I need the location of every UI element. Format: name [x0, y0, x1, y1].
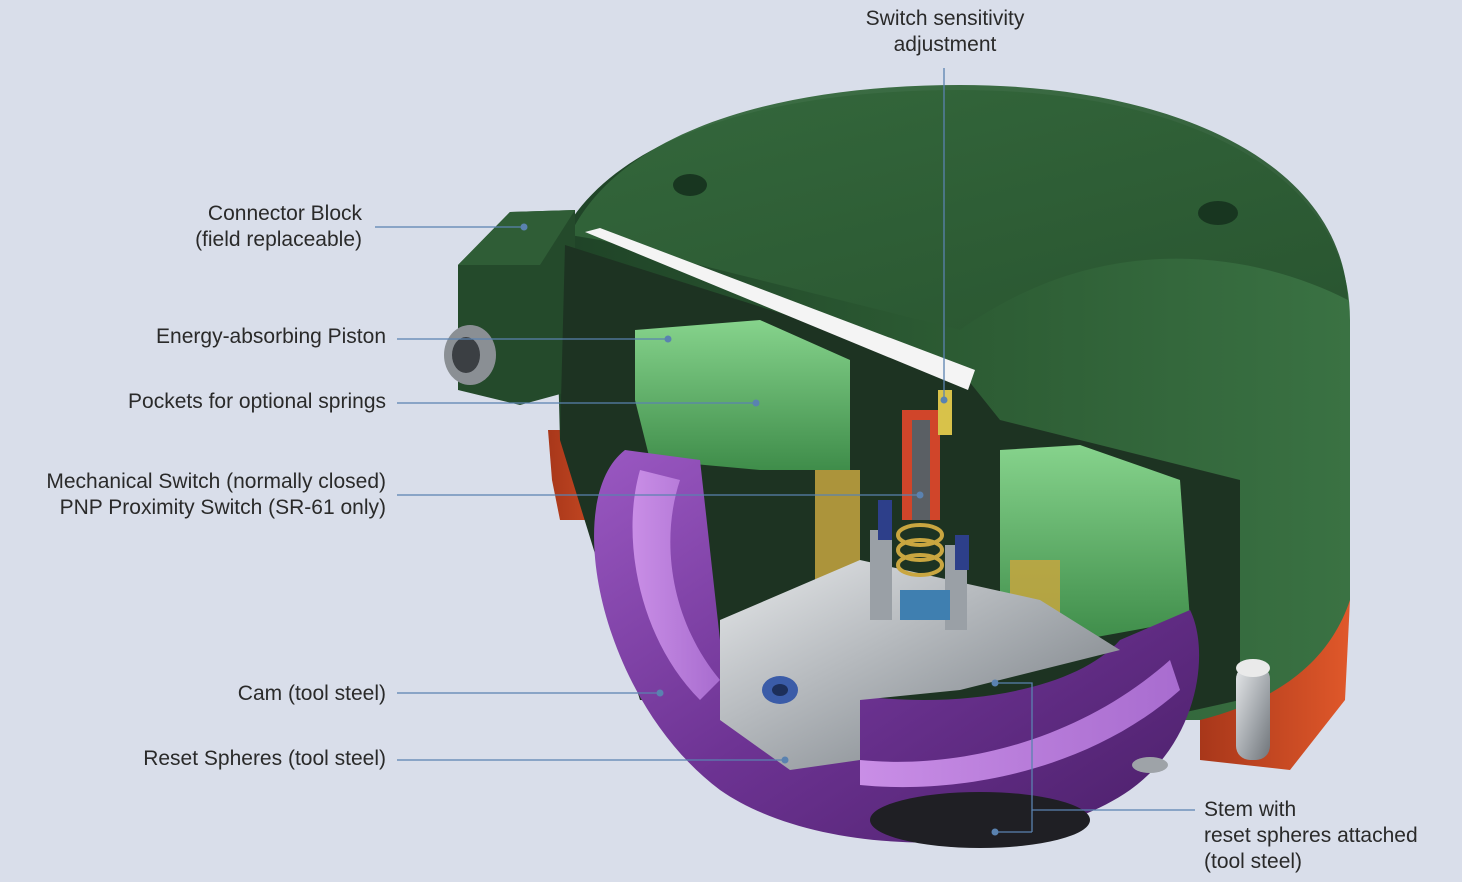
label-pockets-springs: Pockets for optional springs [128, 390, 386, 413]
label-stem: Stem with reset spheres attached (tool s… [1204, 798, 1418, 873]
stem-base [870, 792, 1090, 848]
leader-lines [375, 68, 1195, 833]
housing-top [570, 85, 1348, 330]
label-connector-block: Connector Block (field replaceable) [195, 202, 362, 251]
stem-arm [720, 560, 1120, 770]
label-reset-spheres: Reset Spheres (tool steel) [143, 747, 386, 770]
mounting-hole-1 [673, 174, 707, 196]
leader-stem [995, 682, 1195, 811]
label-energy-piston: Energy-absorbing Piston [156, 325, 386, 348]
piston-left [635, 320, 850, 470]
locating-pin [1236, 665, 1270, 760]
label-mechanical-switch: Mechanical Switch (normally closed) PNP … [46, 470, 386, 519]
mounting-hole-2 [1198, 201, 1238, 225]
label-switch-sensitivity: Switch sensitivity adjustment [865, 7, 1025, 56]
label-cam: Cam (tool steel) [237, 682, 386, 705]
wire-channel [585, 228, 975, 390]
